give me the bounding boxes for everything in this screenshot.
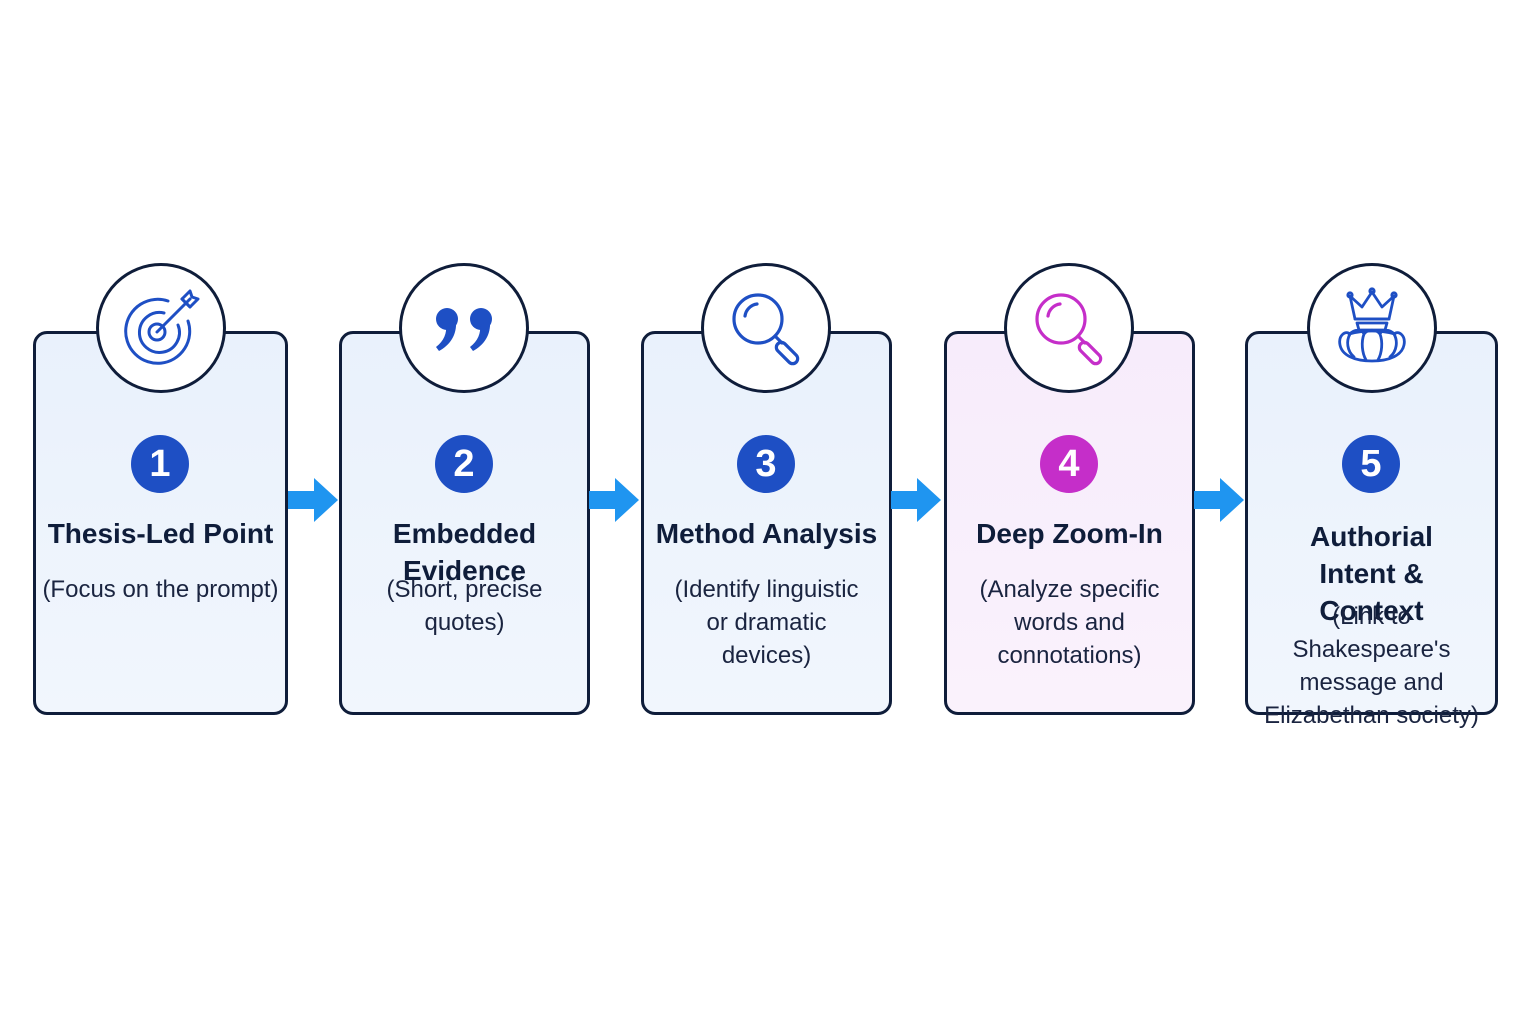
step-4-title: Deep Zoom-In: [976, 518, 1163, 549]
step-4-description: (Analyze specific words and connotations…: [979, 576, 1160, 669]
crown-ruff-icon: [1338, 287, 1406, 363]
arrow-icon: [891, 478, 941, 522]
step-1-description: (Focus on the prompt): [42, 576, 279, 603]
step-1-card: [33, 331, 288, 715]
target-icon: [124, 289, 200, 365]
step-4-number-badge: 4: [1040, 435, 1098, 493]
arrow-icon: [288, 478, 338, 522]
step-2-icon-circle: [399, 263, 529, 393]
step-5-description: (Link to Shakespeare's message and Eliza…: [1264, 603, 1479, 729]
magnifier-icon: [732, 293, 800, 366]
step-3-icon-circle: [701, 263, 831, 393]
step-2-title: Embedded Evidence: [392, 518, 537, 586]
arrow-icon: [589, 478, 639, 522]
step-1-icon-circle: [96, 263, 226, 393]
step-2-card: [339, 331, 590, 715]
step-3-description: (Identify linguistic or dramatic devices…: [674, 576, 859, 669]
step-4-card: [944, 331, 1195, 715]
step-3-number-badge: 3: [737, 435, 795, 493]
step-3-title: Method Analysis: [655, 518, 878, 549]
step-2-number-badge: 2: [435, 435, 493, 493]
step-5-title: Authorial Intent & Context: [1310, 521, 1433, 626]
step-5-number-badge: 5: [1342, 435, 1400, 493]
step-2-description: (Short, precise quotes): [386, 576, 543, 636]
magnifier-icon: [1035, 293, 1103, 366]
quote-icon: [436, 308, 492, 351]
step-4-icon-circle: [1004, 263, 1134, 393]
step-1-title: Thesis-Led Point: [47, 518, 274, 549]
step-1-number-badge: 1: [131, 435, 189, 493]
step-5-icon-circle: [1307, 263, 1437, 393]
arrow-icon: [1194, 478, 1244, 522]
